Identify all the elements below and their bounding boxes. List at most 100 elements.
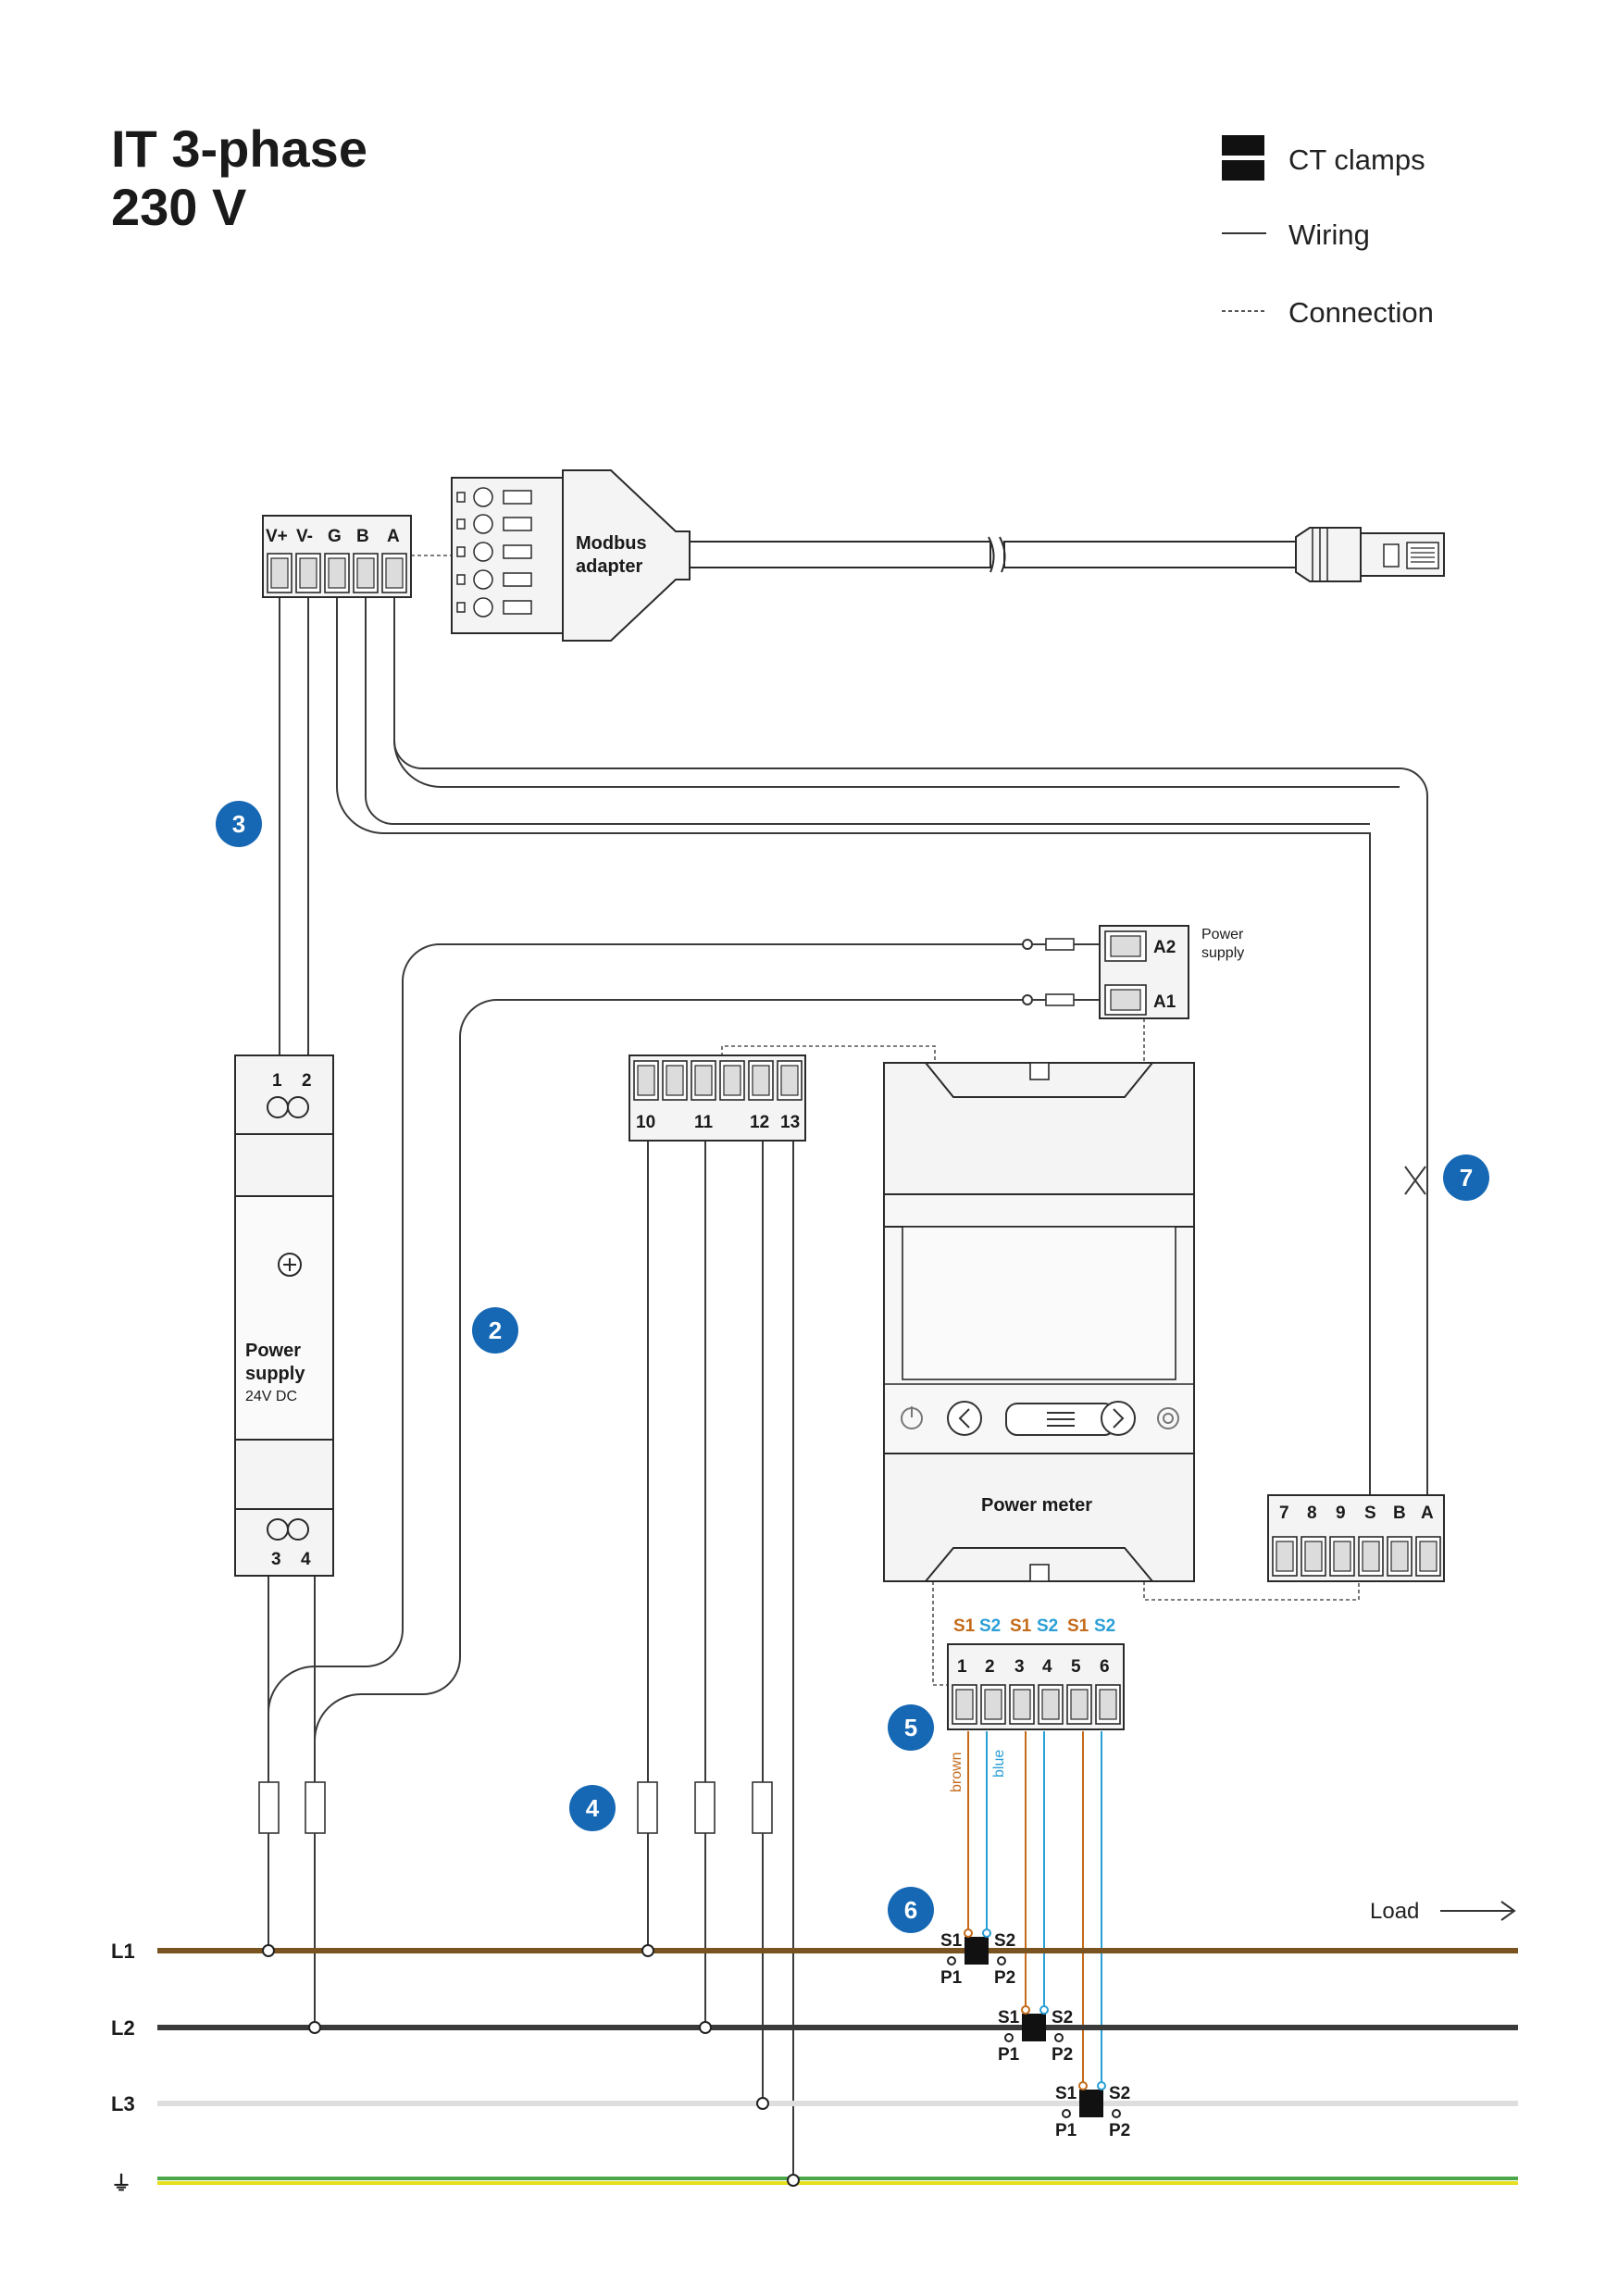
- load-label: Load: [1370, 1899, 1419, 1924]
- modbus-terminal-v-plus: V+: [266, 527, 288, 546]
- title-line-2: 230 V: [111, 178, 246, 236]
- psu-terminal-1: 1: [272, 1071, 282, 1091]
- menu-icon: [1005, 1403, 1116, 1436]
- svg-text:2: 2: [489, 1316, 502, 1344]
- meter-power-label-1: Power: [1201, 927, 1244, 942]
- psu-rating: 24V DC: [245, 1389, 297, 1404]
- ct-clamp-l3: S1 S2 P1 P2: [1055, 2081, 1130, 2140]
- legend: CT clamps Wiring Connection: [1222, 135, 1434, 329]
- ct-terminal-6: 6: [1100, 1657, 1110, 1677]
- ct2-p1: P1: [998, 2045, 1020, 2065]
- modbus-cable: [689, 541, 991, 568]
- badge-2: 2: [472, 1307, 518, 1354]
- meter-power-terminal: A2 A1 Power supply: [1099, 925, 1244, 1019]
- ct-clamp-legend-icon: [1222, 135, 1264, 181]
- terminal-b: B: [1393, 1504, 1406, 1523]
- badge-6: 6: [888, 1887, 934, 1933]
- ct-clamp-l2: S1 S2 P1 P2: [998, 2005, 1073, 2065]
- terminal-9: 9: [1336, 1504, 1346, 1523]
- terminal-13: 13: [780, 1113, 800, 1132]
- badge-7: 7: [1443, 1154, 1489, 1201]
- ct-terminal-5: 5: [1071, 1657, 1081, 1677]
- legend-connection: Connection: [1288, 296, 1434, 329]
- ct-terminal-2: 2: [985, 1657, 995, 1677]
- ct-clamp-l1: S1 S2 P1 P2: [940, 1928, 1015, 1988]
- ct2-s1: S1: [998, 2008, 1020, 2028]
- ct-signal-6: S2: [1094, 1616, 1115, 1636]
- wires: [258, 555, 1428, 2180]
- badge-4: 4: [569, 1785, 616, 1831]
- ct-terminal-4: 4: [1042, 1657, 1052, 1677]
- rj45-plug-icon: [1295, 527, 1445, 582]
- modbus-terminal-b: B: [356, 527, 369, 546]
- ct1-s2: S2: [994, 1931, 1015, 1951]
- ct2-p2: P2: [1052, 2045, 1073, 2065]
- terminal-12: 12: [750, 1113, 769, 1132]
- title-line-1: IT 3-phase: [111, 119, 367, 178]
- legend-wiring: Wiring: [1288, 218, 1370, 251]
- power-meter-label: Power meter: [981, 1495, 1092, 1516]
- ct-signal-4: S2: [1037, 1616, 1058, 1636]
- modbus-terminal-g: G: [328, 527, 342, 546]
- modbus-terminal-a: A: [387, 527, 400, 546]
- chevron-right-icon: [1101, 1401, 1136, 1436]
- badge-5: 5: [888, 1704, 934, 1751]
- ct2-s2: S2: [1052, 2008, 1073, 2028]
- terminal-a1: A1: [1153, 992, 1176, 1012]
- modbus-terminal-block: V+ V- G B A: [262, 515, 412, 598]
- ct3-s2: S2: [1109, 2084, 1130, 2103]
- voltage-terminal-block: 10 11 12 13: [629, 1054, 806, 1142]
- ct1-p2: P2: [994, 1968, 1015, 1988]
- label-l3: L3: [111, 2092, 135, 2115]
- modbus-terminal-v-minus: V-: [296, 527, 313, 546]
- terminal-a2: A2: [1153, 938, 1176, 957]
- ct-signal-1: S1: [953, 1616, 976, 1636]
- screw-icon: [278, 1253, 302, 1277]
- bus-lines: L1 L2 L3 ⏚ Load: [111, 1899, 1518, 2195]
- ct1-s1: S1: [940, 1931, 963, 1951]
- ct3-p1: P1: [1055, 2121, 1077, 2140]
- sensor-icon: [1157, 1407, 1179, 1429]
- terminal-s: S: [1364, 1504, 1376, 1523]
- modbus-adapter: Modbus adapter: [451, 469, 1445, 642]
- ct-terminal-block: S1 S2 S1 S2 S1 S2 1 2 3 4 5 6 brown blue: [947, 1616, 1125, 1792]
- psu-name-2: supply: [245, 1364, 305, 1384]
- legend-ct-clamps: CT clamps: [1288, 144, 1425, 176]
- svg-text:3: 3: [232, 810, 245, 838]
- svg-text:7: 7: [1460, 1164, 1473, 1192]
- wire-blue-label: blue: [991, 1750, 1007, 1778]
- ground-icon: ⏚: [111, 2172, 131, 2195]
- terminal-7: 7: [1279, 1504, 1289, 1523]
- terminal-11: 11: [694, 1113, 714, 1132]
- svg-text:5: 5: [904, 1714, 917, 1741]
- modbus-adapter-label-2: adapter: [576, 556, 642, 577]
- ct3-p2: P2: [1109, 2121, 1130, 2140]
- svg-text:6: 6: [904, 1896, 917, 1924]
- wire-brown-label: brown: [949, 1752, 965, 1792]
- power-button-icon: [901, 1406, 923, 1429]
- terminal-8: 8: [1307, 1504, 1317, 1523]
- rs485-terminal-block: 7 8 9 S B A: [1267, 1494, 1445, 1582]
- terminal-10: 10: [636, 1113, 655, 1132]
- svg-text:4: 4: [586, 1794, 600, 1822]
- psu-terminal-3: 3: [271, 1550, 281, 1569]
- label-l2: L2: [111, 2016, 135, 2040]
- meter-power-label-2: supply: [1201, 945, 1244, 961]
- psu-terminal-2: 2: [302, 1071, 312, 1091]
- modbus-adapter-label-1: Modbus: [576, 533, 647, 554]
- terminal-a: A: [1421, 1504, 1434, 1523]
- label-l1: L1: [111, 1940, 135, 1963]
- arrow-right-icon: [1440, 1901, 1516, 1921]
- power-meter: Power meter: [883, 1062, 1195, 1582]
- psu-terminal-4: 4: [301, 1550, 311, 1569]
- ct-signal-2: S2: [979, 1616, 1001, 1636]
- ct-signal-5: S1: [1067, 1616, 1089, 1636]
- ct-signal-3: S1: [1010, 1616, 1032, 1636]
- power-supply-24v: 1 2 Power supply 24V DC 3 4: [234, 1054, 334, 1577]
- ct-terminal-1: 1: [957, 1657, 967, 1677]
- chevron-left-icon: [947, 1401, 982, 1436]
- badge-3: 3: [216, 801, 262, 847]
- ct1-p1: P1: [940, 1968, 963, 1988]
- ct3-s1: S1: [1055, 2084, 1077, 2103]
